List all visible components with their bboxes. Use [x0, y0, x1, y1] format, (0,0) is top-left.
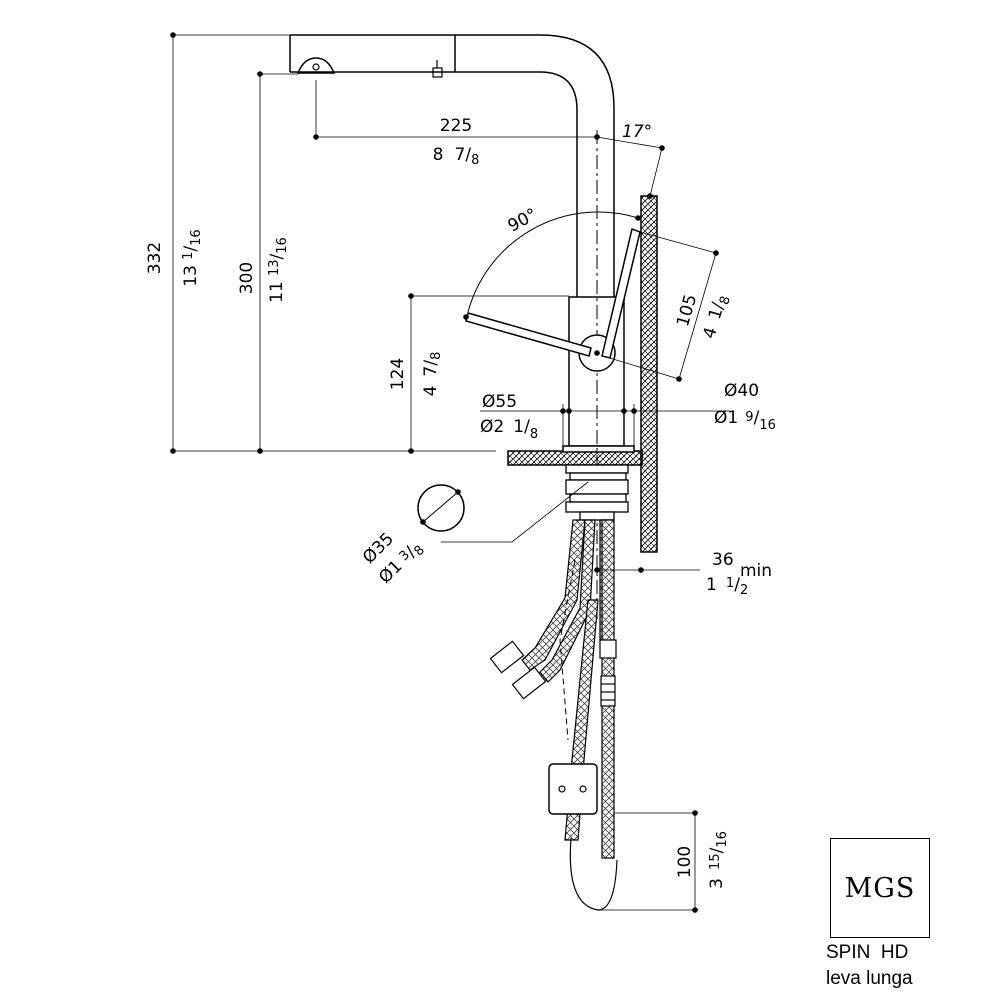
brand-logo-text: MGS	[844, 872, 916, 904]
body-diameter-in-whole: Ø1	[714, 408, 738, 428]
body-height-in-whole: 4	[421, 386, 441, 397]
svg-text:Ø2 1/8: Ø2 1/8	[480, 417, 538, 442]
min-clearance-suffix: min	[740, 561, 772, 581]
hose-loop-in-whole: 3	[707, 878, 727, 889]
lever-arc	[467, 211, 639, 313]
hose-loop-in-den: 16	[715, 831, 730, 848]
spout-height-mm: 300	[237, 262, 257, 294]
hose-loop-mm: 100	[675, 846, 695, 878]
lever-angle: 90°	[505, 205, 541, 237]
lever-clearance-in-num: 1	[705, 306, 727, 322]
hose-loop-in-num: 15	[708, 853, 723, 870]
svg-text:11 13/16: 11 13/16	[267, 237, 290, 303]
spout-height-in-num: 13	[267, 260, 282, 277]
svg-text:8 7/8: 8 7/8	[433, 145, 480, 168]
product-variant: leva lunga	[826, 968, 913, 989]
svg-text:13 1/16: 13 1/16	[181, 229, 204, 286]
min-clearance-in-num: 1	[726, 576, 734, 591]
total-height-in-den: 16	[189, 229, 204, 246]
body-height-in-den: 8	[429, 352, 444, 360]
min-clearance-in-whole: 1	[706, 575, 717, 595]
spout-height-in-whole: 11	[267, 281, 287, 303]
dimension-lines	[172, 34, 730, 911]
wall-section	[640, 195, 658, 553]
lever-clearance-in-den: 8	[717, 295, 734, 307]
svg-text:3 15/16: 3 15/16	[707, 831, 730, 889]
base-diameter-in-num: 1	[513, 417, 524, 437]
spout	[289, 34, 615, 298]
mounting-nut	[565, 464, 629, 521]
total-height-mm: 332	[145, 242, 165, 274]
min-clearance-mm: 36	[712, 550, 734, 570]
product-model: SPIN HD	[826, 942, 909, 963]
aerator	[296, 57, 336, 74]
base-diameter-in-den: 8	[530, 427, 538, 442]
reach-in-den: 8	[471, 153, 479, 168]
body-diameter-mm: Ø40	[724, 381, 759, 401]
faucet-base	[562, 445, 635, 453]
body-height-mm: 124	[388, 358, 408, 390]
svg-text:4 1/8: 4 1/8	[699, 292, 733, 341]
base-diameter-in-whole: Ø2	[480, 417, 504, 437]
total-height-in-num: 1	[181, 252, 196, 260]
min-clearance-in-den: 2	[740, 583, 748, 598]
dimension-points	[170, 32, 719, 913]
brand-logo: MGS	[830, 838, 930, 938]
body-diameter-in-den: 16	[759, 418, 776, 433]
spout-height-in-den: 16	[275, 237, 290, 254]
countertop-section	[507, 450, 643, 466]
hose-loop	[569, 837, 618, 911]
swivel-angle: 17°	[622, 122, 652, 142]
aerator-center	[312, 63, 320, 71]
reach-in-whole: 8	[433, 145, 444, 165]
body-diameter-in-num: 9	[745, 410, 753, 425]
base-diameter-mm: Ø55	[482, 392, 517, 412]
total-height-in-whole: 13	[181, 265, 201, 287]
reach-in-num: 7	[455, 145, 466, 165]
mounting-hole-circle	[417, 484, 465, 532]
lever-clearance-mm: 105	[673, 292, 701, 329]
svg-text:4 7/8: 4 7/8	[421, 352, 444, 397]
svg-text:1 1/2: 1 1/2	[706, 575, 748, 598]
body-height-in-num: 7	[421, 366, 441, 377]
lever-clearance-in-whole: 4	[699, 325, 721, 341]
svg-text:Ø1 9/16: Ø1 9/16	[714, 408, 776, 433]
hose-counterweight	[548, 763, 598, 815]
reach-mm: 225	[440, 116, 472, 136]
